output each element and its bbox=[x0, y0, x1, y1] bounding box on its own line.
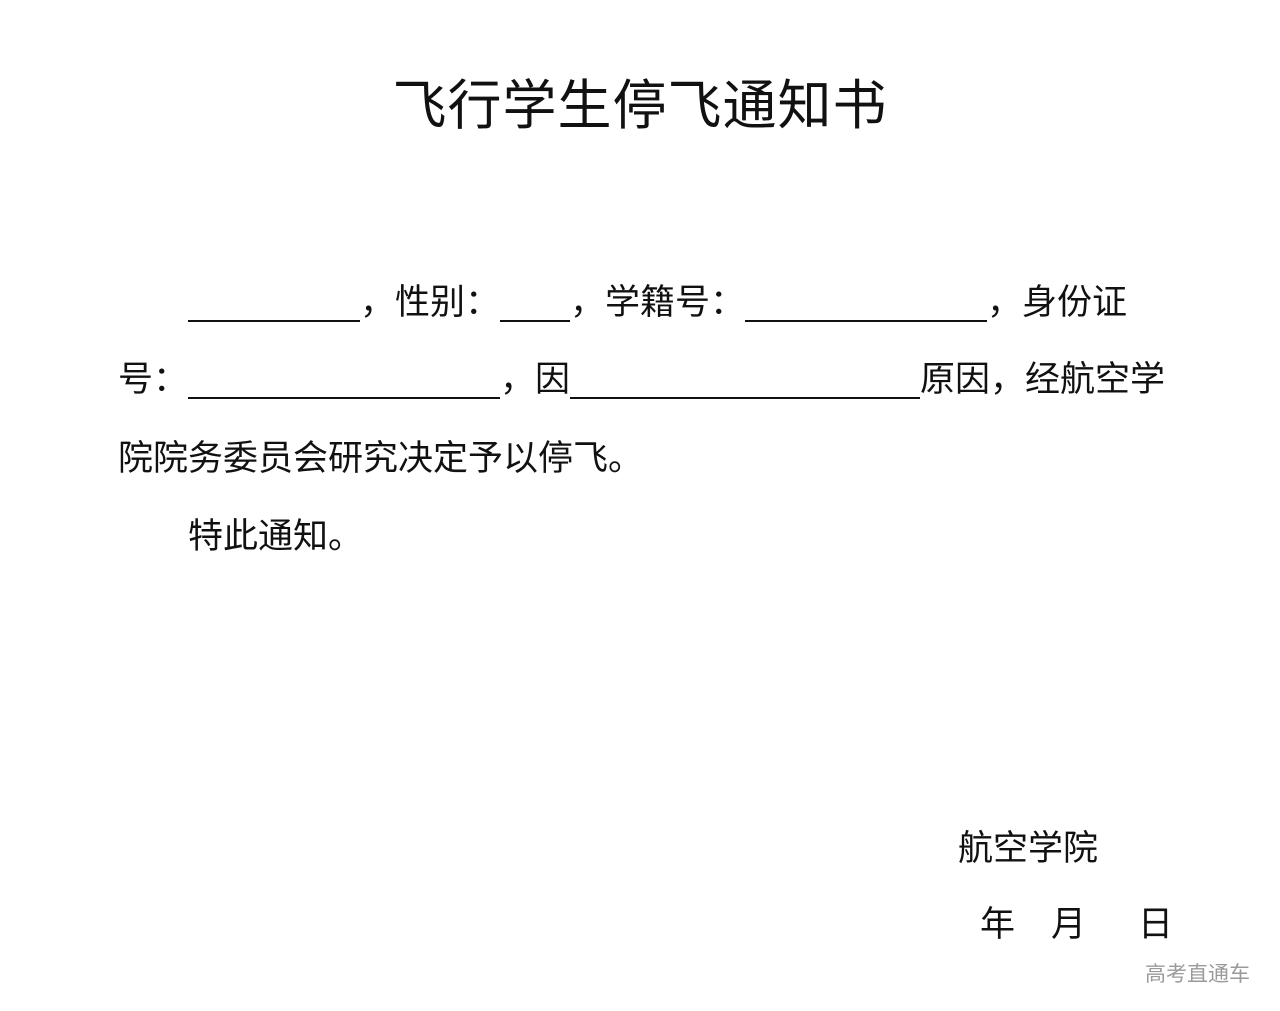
name-blank bbox=[188, 284, 360, 322]
date-year: 年 bbox=[980, 905, 1016, 945]
document-title: 飞行学生停飞通知书 bbox=[392, 74, 888, 137]
reason-label: ，因 bbox=[500, 360, 571, 400]
id-card-blank bbox=[188, 361, 501, 399]
id-card-label-start: ，身份证 bbox=[987, 283, 1128, 323]
id-card-label-end: 号： bbox=[118, 360, 189, 400]
reason-blank bbox=[570, 361, 921, 399]
body-line-3: 院院务委员会研究决定予以停飞。 bbox=[118, 439, 644, 479]
closing-line: 特此通知。 bbox=[188, 517, 364, 557]
reason-tail: 原因，经航空学 bbox=[920, 360, 1166, 400]
date-month: 月 bbox=[1051, 905, 1087, 945]
gender-blank bbox=[500, 284, 571, 322]
date-day: 日 bbox=[1138, 905, 1174, 945]
watermark: 高考直通车 bbox=[1145, 962, 1250, 986]
body-line-1: ，性别： ，学籍号： ，身份证 bbox=[188, 280, 1127, 326]
student-id-blank bbox=[745, 284, 988, 322]
signature-organization: 航空学院 bbox=[958, 829, 1099, 869]
signature-date: 年月 日 bbox=[980, 902, 1173, 948]
student-id-label: ，学籍号： bbox=[570, 283, 746, 323]
gender-label: ，性别： bbox=[360, 283, 501, 323]
body-line-2: 号： ，因 原因，经航空学 bbox=[118, 357, 1165, 403]
